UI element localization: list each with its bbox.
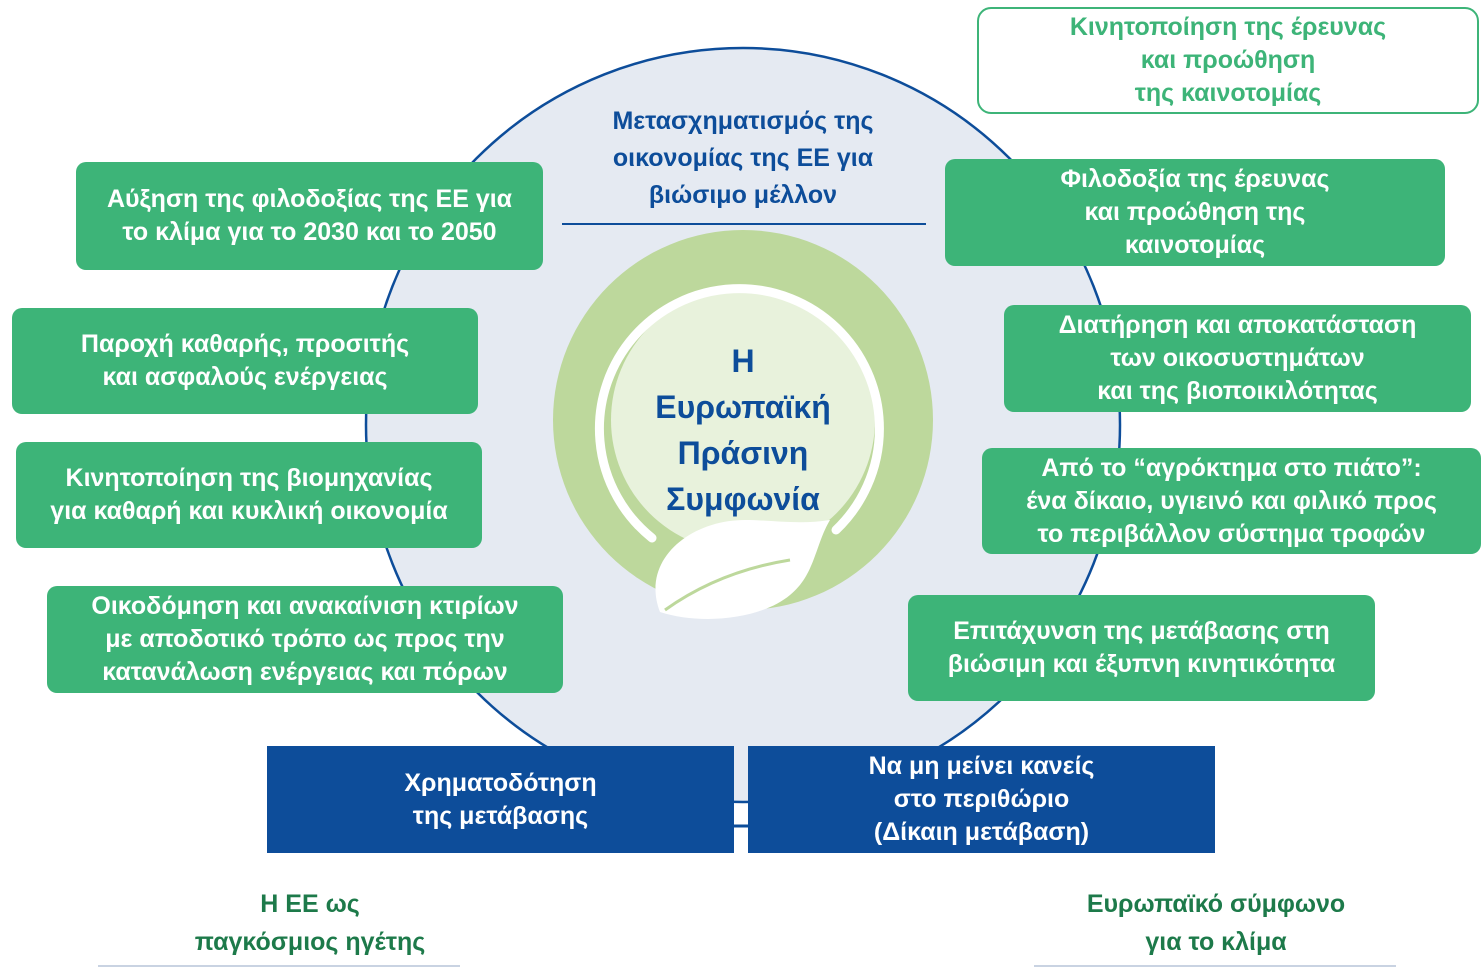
underline-climate-pact: [1034, 965, 1396, 967]
box-circular-economy: Κινητοποίηση της βιομηχανίας για καθαρή …: [16, 442, 482, 548]
box-clean-energy: Παροχή καθαρής, προσιτής και ασφαλούς εν…: [12, 308, 478, 414]
box-financing-transition: Χρηματοδότηση της μετάβασης: [267, 746, 734, 853]
heading-underline: [562, 223, 926, 225]
box-climate-ambition: Αύξηση της φιλοδοξίας της ΕΕ για το κλίμ…: [76, 162, 543, 270]
leaf-icon: [655, 520, 830, 619]
box-just-transition: Να μη μείνει κανείς στο περιθώριο (Δίκαι…: [748, 746, 1215, 853]
text-climate-pact: Ευρωπαϊκό σύμφωνο για το κλίμα: [1086, 890, 1346, 956]
box-mobility: Επιτάχυνση της μετάβασης στη βιώσιμη και…: [908, 595, 1375, 701]
center-title: Η Ευρωπαϊκή Πράσινη Συμφωνία: [655, 343, 831, 517]
box-research-innovation-mobilisation: Κινητοποίηση της έρευνας και προώθηση τη…: [977, 7, 1479, 114]
inner-ring-arc: [594, 284, 884, 543]
box-biodiversity: Διατήρηση και αποκατάσταση των οικοσυστη…: [1004, 305, 1471, 412]
box-buildings: Οικοδόμηση και ανακαίνιση κτιρίων με απο…: [47, 586, 563, 693]
text-eu-global-leader: Η ΕΕ ως παγκόσμιος ηγέτης: [194, 890, 426, 956]
leaf-stem: [664, 558, 791, 612]
inner-core: [611, 288, 875, 552]
underline-eu-global-leader: [98, 965, 460, 967]
box-farm-to-fork: Από το “αγρόκτημα στο πιάτο”: ένα δίκαιο…: [982, 448, 1481, 554]
heading-transforming-economy: Μετασχηματισμός της οικονομίας της ΕΕ γι…: [612, 107, 874, 209]
box-research-ambition: Φιλοδοξία της έρευνας και προώθηση της κ…: [945, 159, 1445, 266]
